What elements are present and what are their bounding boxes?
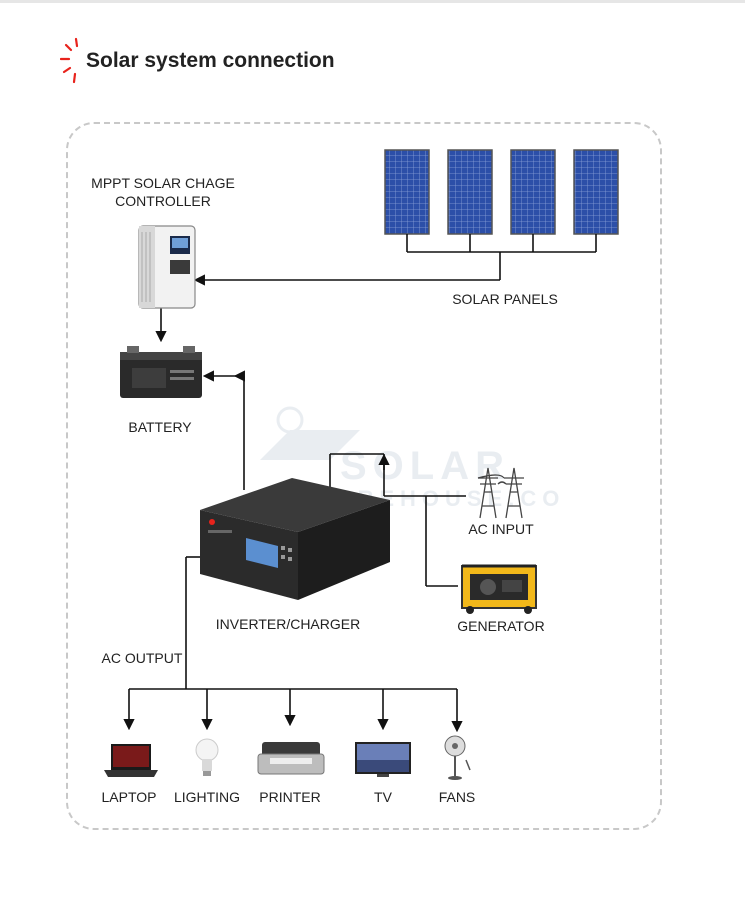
- load-label-tv: TV: [374, 789, 392, 805]
- generator-icon: [461, 564, 537, 614]
- watermark-line-1: SOLAR: [340, 444, 510, 488]
- load-label-fans: FANS: [438, 789, 476, 805]
- top-divider: [0, 0, 745, 3]
- burst-icon: [60, 37, 79, 84]
- ac-input-label: AC INPUT: [468, 521, 534, 537]
- sun-panel-watermark-icon: [260, 406, 360, 460]
- ac-output-label: AC OUTPUT: [101, 650, 183, 666]
- power-pylon-icon: [477, 467, 524, 519]
- charge-controller-icon: [138, 225, 196, 309]
- battery-label: BATTERY: [128, 419, 192, 435]
- battery-icon: [120, 346, 202, 398]
- load-label-printer: PRINTER: [259, 789, 321, 805]
- tv-icon: [355, 742, 411, 777]
- inverter-label: INVERTER/CHARGER: [215, 616, 361, 632]
- light-bulb-icon: [195, 738, 219, 776]
- controller-label: MPPT SOLAR CHAGE CONTROLLER: [91, 175, 235, 209]
- solar-panels-icon: [384, 149, 619, 235]
- solar-panels-label: SOLAR PANELS: [452, 291, 558, 307]
- generator-label: GENERATOR: [457, 618, 545, 634]
- load-label-laptop: LAPTOP: [101, 789, 157, 805]
- page-title: Solar system connection: [86, 49, 335, 72]
- printer-icon: [257, 742, 325, 775]
- laptop-icon: [104, 744, 158, 777]
- load-label-lighting: LIGHTING: [173, 789, 241, 805]
- diagram-frame: [66, 122, 662, 830]
- wiring: [123, 234, 597, 733]
- fan-icon: [444, 735, 471, 780]
- inverter-charger-icon: [200, 478, 390, 600]
